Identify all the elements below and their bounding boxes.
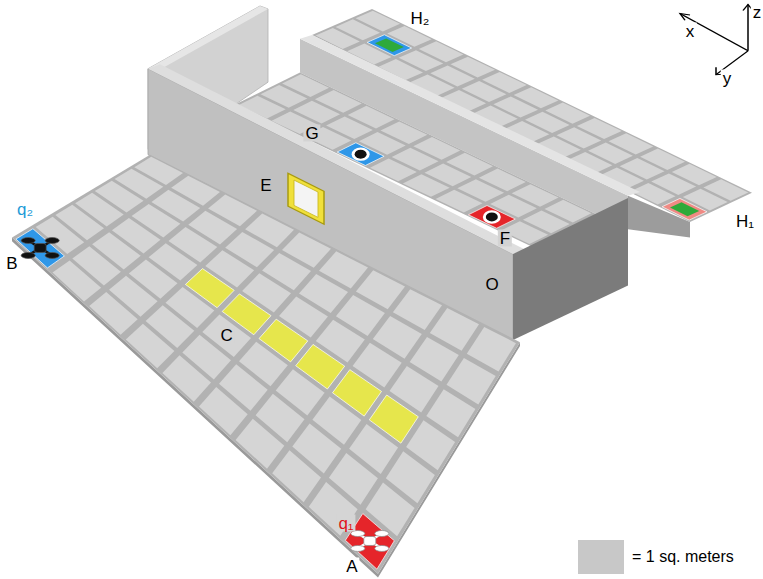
x-axis (680, 13, 748, 50)
drone-rotor (45, 238, 59, 244)
legend-text: = 1 sq. meters (632, 549, 734, 565)
point-label: q₁ (336, 515, 355, 532)
floor-tile (393, 289, 442, 330)
floor-tile (356, 11, 400, 32)
grout (12, 155, 520, 574)
floor-tile (545, 200, 592, 223)
point-label: y (721, 69, 734, 86)
floor-tile (514, 87, 559, 108)
arrow-head (680, 13, 690, 20)
floor-tile (577, 118, 622, 139)
point-label: z (751, 4, 763, 21)
floor-tile (245, 214, 294, 248)
landing-dot (486, 212, 498, 221)
markers (21, 147, 501, 551)
drone-body (34, 243, 46, 252)
point-label: C (218, 327, 234, 344)
point-label: H₁ (734, 213, 756, 230)
floor-tile (356, 270, 405, 309)
point-label: E (258, 177, 273, 194)
floor-tile (451, 57, 496, 78)
floor-tile (479, 168, 526, 191)
point-label: A (344, 558, 359, 575)
front-wall-top (148, 64, 525, 254)
floor-slab (12, 238, 520, 578)
floor-tile (315, 90, 362, 113)
floor-tile (467, 327, 516, 372)
floor-tile (413, 137, 460, 160)
wall-end-face (513, 198, 628, 340)
floor-tile (381, 121, 428, 144)
drone-rotor (45, 252, 59, 258)
point-label: G (303, 125, 320, 142)
floor-tile (319, 251, 368, 288)
floor-tile (419, 41, 464, 62)
drone-rotor (375, 531, 389, 537)
point-label: q₂ (15, 201, 35, 218)
drone-body (364, 536, 376, 545)
drone-rotor (375, 545, 389, 551)
point-label: B (4, 255, 19, 272)
drone-rotor (351, 545, 365, 551)
front-floor (12, 155, 520, 574)
drone-rotor (21, 238, 35, 244)
floor-tile (387, 26, 432, 47)
drone-rotor (21, 252, 35, 258)
floor-tile (282, 232, 331, 267)
landing-dot (355, 150, 367, 159)
platform-edge (628, 196, 690, 238)
quadrotor-icon (351, 531, 389, 552)
quadrotor-icon (21, 238, 59, 259)
floor-tile (609, 133, 654, 154)
floor-tile (512, 184, 559, 207)
goal-pad (375, 38, 404, 52)
floor-tile (134, 157, 183, 185)
floor-tile (171, 176, 220, 206)
window-frame (288, 173, 324, 224)
floor-tile (208, 195, 257, 227)
floor-tile (430, 308, 479, 351)
landing-ring (483, 210, 501, 223)
floor-tile (545, 103, 590, 124)
floor-tile (482, 72, 527, 93)
point-label: O (483, 275, 500, 292)
floor-tile (672, 164, 717, 185)
goal-pad (670, 202, 699, 216)
point-label: H₂ (409, 9, 432, 26)
floor-tile (640, 149, 685, 170)
point-label: x (684, 23, 697, 40)
floor-tile (348, 106, 395, 129)
legend-swatch (578, 540, 624, 574)
floor-tile (446, 153, 493, 176)
point-label: F (498, 229, 512, 246)
z-axis (747, 4, 749, 50)
axis-triad (680, 4, 753, 74)
floor-tile (282, 74, 329, 97)
floor-tile (703, 179, 748, 201)
landing-ring (352, 147, 370, 160)
end-wall-top (148, 6, 268, 72)
window-opening (294, 180, 318, 217)
